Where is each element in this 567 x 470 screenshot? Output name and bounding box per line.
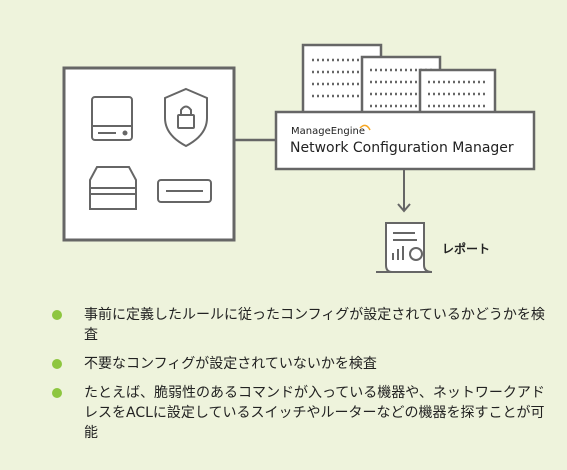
feature-list: 事前に定義したルールに従ったコンフィグが設定されているかどうかを検査 不要なコン… xyxy=(52,305,552,452)
bullet-text: たとえば、脆弱性のあるコマンドが入っている機器や、ネットワークアドレスをACLに… xyxy=(84,385,545,441)
list-item: たとえば、脆弱性のあるコマンドが入っている機器や、ネットワークアドレスをACLに… xyxy=(52,383,552,443)
bullet-dot xyxy=(52,388,62,398)
report-icon xyxy=(376,222,433,273)
storage-drive-icon xyxy=(89,166,137,210)
list-item: 不要なコンフィグが設定されていないかを検査 xyxy=(52,354,552,374)
arrow-down xyxy=(397,169,411,213)
brand-name: ManageEngine xyxy=(291,126,365,137)
bullet-dot xyxy=(52,310,62,320)
bullet-dot xyxy=(52,359,62,369)
shield-lock-icon xyxy=(164,87,208,148)
hard-drive-icon xyxy=(91,96,133,141)
workflow-diagram: ManageEngine Network Configuration Manag… xyxy=(62,43,536,273)
bullet-text: 事前に定義したルールに従ったコンフィグが設定されているかどうかを検査 xyxy=(84,307,545,343)
devices-box xyxy=(62,66,236,242)
brand-swoosh xyxy=(359,124,371,131)
list-item: 事前に定義したルールに従ったコンフィグが設定されているかどうかを検査 xyxy=(52,305,552,345)
product-name: Network Configuration Manager xyxy=(290,140,514,156)
network-device-icon xyxy=(157,179,212,203)
bullet-text: 不要なコンフィグが設定されていないかを検査 xyxy=(84,356,377,372)
report-label: レポート xyxy=(442,241,490,256)
